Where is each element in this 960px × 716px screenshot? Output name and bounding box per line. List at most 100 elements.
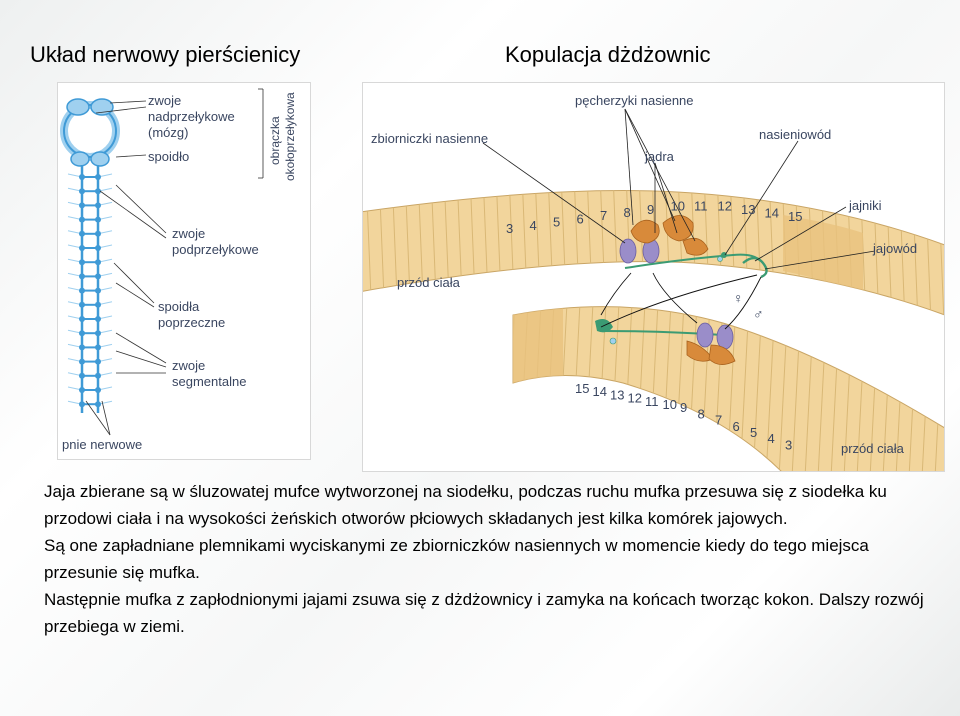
label-zwoje-pod-1: zwoje: [172, 226, 205, 241]
label-spoidla-2: poprzeczne: [158, 315, 225, 330]
segment-number: 11: [645, 394, 659, 409]
label-zwoje-nad-2: nadprzełykowe: [148, 109, 235, 124]
female-symbol: ♀: [733, 290, 744, 306]
segmental-ganglion: [79, 273, 85, 279]
label-jadra: jądra: [644, 149, 675, 164]
segmental-ganglion: [95, 387, 101, 393]
segmental-ganglion: [79, 316, 85, 322]
label-zwoje-seg-1: zwoje: [172, 358, 205, 373]
segment-number: 13: [610, 387, 624, 402]
segmental-ganglion: [79, 387, 85, 393]
segmental-ganglion: [79, 188, 85, 194]
segmental-ganglion: [79, 359, 85, 365]
segmental-ganglion: [79, 259, 85, 265]
label-zbiorniczki: zbiorniczki nasienne: [371, 131, 488, 146]
subpharyngeal-ganglion-left: [71, 152, 89, 166]
nervous-system-diagram: zwoje nadprzełykowe (mózg) spoidło obrąc…: [58, 83, 310, 459]
male-symbol: ♂: [753, 306, 764, 322]
segment-number: 8: [624, 205, 631, 220]
segment-number: 4: [530, 218, 537, 233]
label-nasieniowod: nasieniowód: [759, 127, 831, 142]
segmental-ganglion: [95, 330, 101, 336]
nervous-system-figure: zwoje nadprzełykowe (mózg) spoidło obrąc…: [57, 82, 311, 460]
segmental-ganglion: [79, 401, 85, 407]
segmental-ganglion: [79, 288, 85, 294]
segmental-ganglion: [79, 231, 85, 237]
label-zwoje-seg-2: segmentalne: [172, 374, 246, 389]
segment-number: 13: [741, 202, 755, 217]
label-pnie: pnie nerwowe: [62, 437, 142, 452]
segment-number: 6: [733, 419, 740, 434]
label-obraczka-2: okołoprzełykowa: [283, 92, 297, 181]
title-copulation: Kopulacja dżdżownic: [505, 42, 710, 68]
segment-number: 4: [768, 431, 775, 446]
segment-number: 11: [694, 199, 708, 214]
segmental-ganglion: [95, 316, 101, 322]
segmental-ganglion: [95, 202, 101, 208]
label-jajowod: jajowód: [872, 241, 917, 256]
label-przod-top: przód ciała: [397, 275, 461, 290]
segment-number: 12: [718, 199, 732, 214]
segmental-ganglion: [95, 401, 101, 407]
segmental-ganglion: [79, 344, 85, 350]
segment-number: 6: [577, 211, 584, 226]
segment-number: 15: [575, 381, 589, 396]
paragraph-2: Są one zapładniane plemnikami wyciskanym…: [44, 532, 944, 586]
segment-number: 7: [715, 413, 722, 428]
segment-number: 9: [647, 202, 654, 217]
segment-number: 14: [593, 384, 607, 399]
title-nervous-system: Układ nerwowy pierścienicy: [30, 42, 300, 68]
segment-number: 10: [663, 397, 677, 412]
segmental-ganglion: [79, 217, 85, 223]
ovary-bottom: [610, 338, 616, 344]
segment-number: 5: [553, 215, 560, 230]
copulation-figure: pęcherzyki nasienne zbiorniczki nasienne…: [362, 82, 945, 472]
segment-number: 10: [671, 199, 685, 214]
label-zwoje-nad-1: zwoje: [148, 93, 181, 108]
segmental-ganglion: [79, 302, 85, 308]
segment-number: 3: [506, 221, 513, 236]
segment-number: 7: [600, 208, 607, 223]
nerve-cord-drawing: [64, 99, 116, 413]
segment-number: 15: [788, 209, 802, 224]
subpharyngeal-ganglion-right: [91, 152, 109, 166]
seminal-receptacle-top-1: [620, 239, 636, 263]
segment-number: 5: [750, 425, 757, 440]
label-przod-bottom: przód ciała: [841, 441, 905, 456]
segmental-ganglion: [95, 273, 101, 279]
segmental-ganglion: [79, 202, 85, 208]
segment-number: 8: [698, 406, 705, 421]
segmental-ganglion: [95, 174, 101, 180]
label-zwoje-pod-2: podprzełykowe: [172, 242, 259, 257]
label-spoidla-1: spoidła: [158, 299, 200, 314]
segment-number: 9: [680, 400, 687, 415]
segmental-ganglion: [79, 373, 85, 379]
segment-line: [493, 283, 503, 471]
copulation-diagram: pęcherzyki nasienne zbiorniczki nasienne…: [363, 83, 944, 471]
segmental-ganglion: [95, 217, 101, 223]
label-pecherzyki: pęcherzyki nasienne: [575, 93, 694, 108]
description-text: Jaja zbierane są w śluzowatej mufce wytw…: [44, 478, 944, 640]
paragraph-1: Jaja zbierane są w śluzowatej mufce wytw…: [44, 478, 944, 532]
segmental-ganglion: [79, 330, 85, 336]
segmental-ganglion: [95, 231, 101, 237]
segmental-ganglion: [79, 245, 85, 251]
segment-number: 14: [765, 206, 779, 221]
label-jajniki: jajniki: [848, 198, 882, 213]
segmental-ganglion: [95, 359, 101, 365]
segmental-ganglion: [95, 245, 101, 251]
ovary-top: [718, 257, 723, 262]
label-obraczka-1: obrączka: [268, 116, 282, 165]
segmental-ganglion: [95, 373, 101, 379]
label-zwoje-nad-3: (mózg): [148, 125, 188, 140]
paragraph-3: Następnie mufka z zapłodnionymi jajami z…: [44, 586, 944, 640]
segmental-ganglion: [79, 174, 85, 180]
segment-number: 3: [785, 437, 792, 452]
segmental-ganglion: [95, 344, 101, 350]
segmental-ganglion: [95, 259, 101, 265]
label-spoidlo: spoidło: [148, 149, 189, 164]
segmental-ganglion: [95, 288, 101, 294]
cerebral-ganglion-left: [67, 99, 89, 115]
segment-number: 12: [628, 391, 642, 406]
seminal-receptacle-bottom-1: [697, 323, 713, 347]
